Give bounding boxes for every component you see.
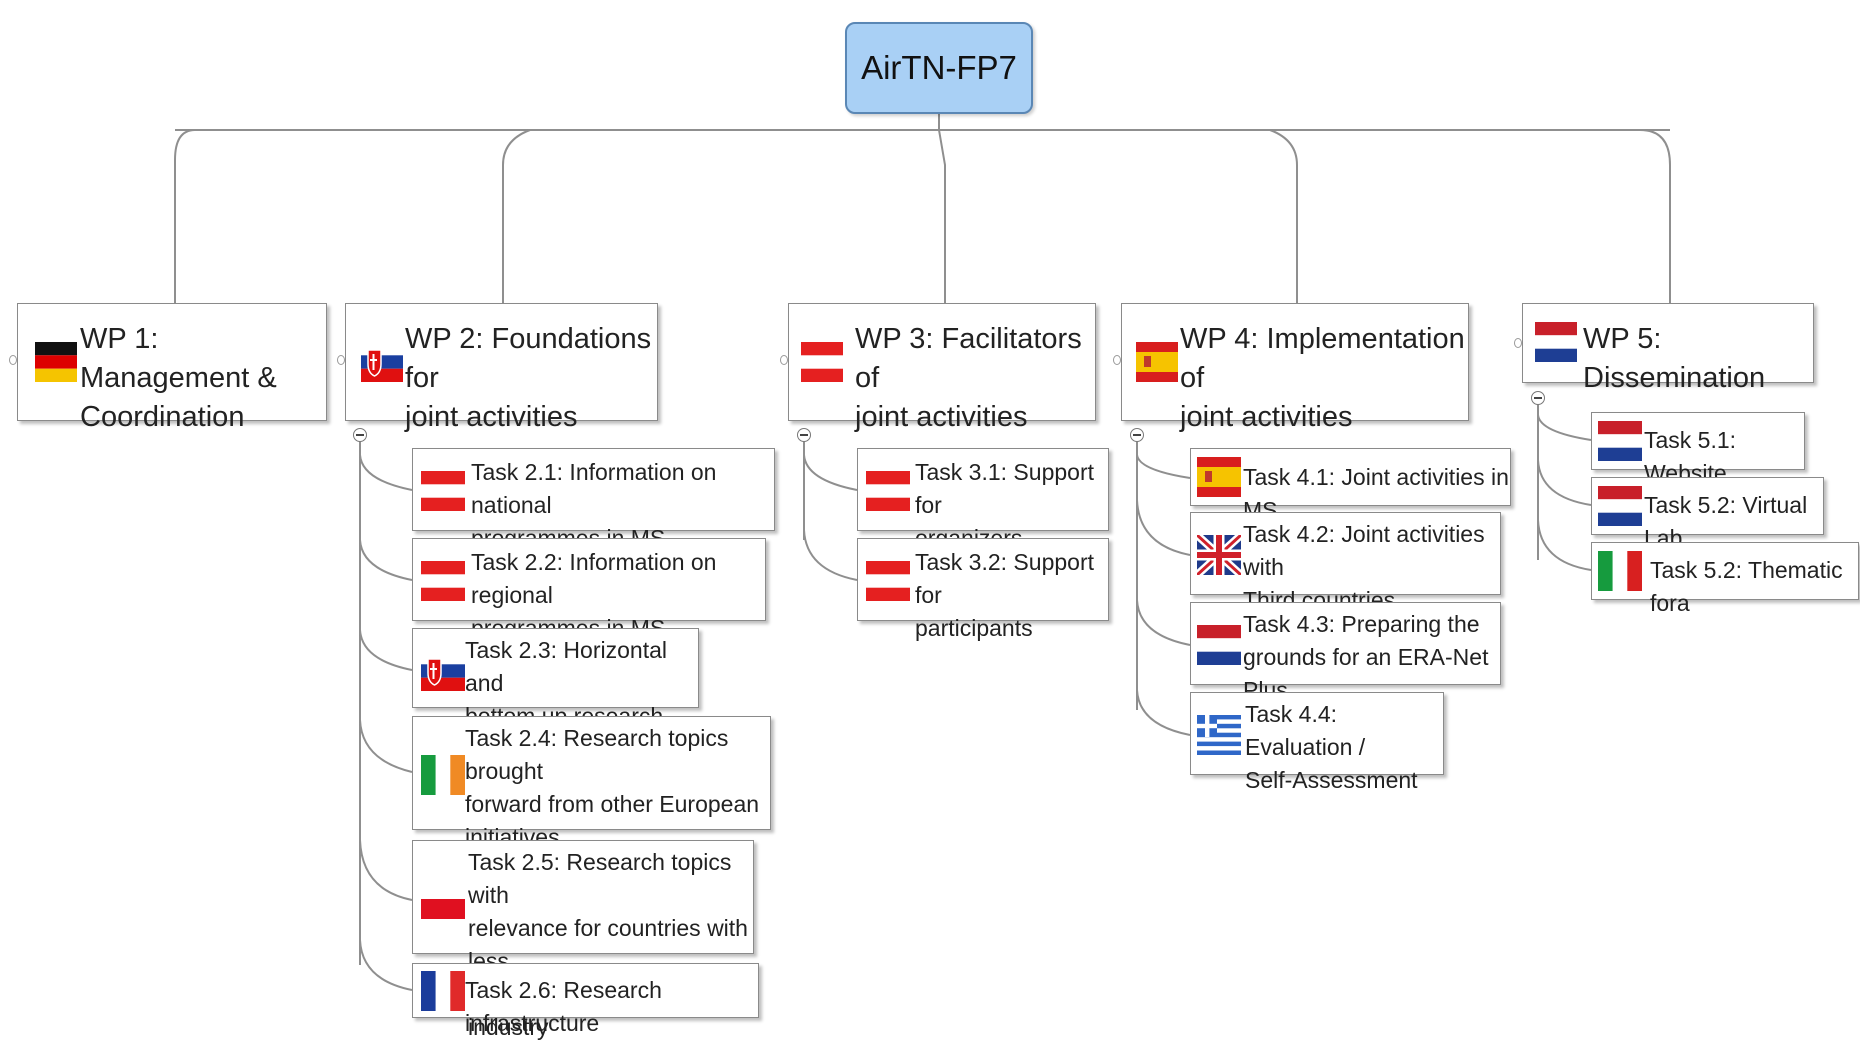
- connector-wp4: [1269, 129, 1298, 303]
- wp2-node[interactable]: WP 2: Foundations for joint activities: [345, 303, 658, 433]
- uk-flag-icon: [1197, 535, 1241, 575]
- netherlands-flag-icon: [1598, 421, 1642, 461]
- slovakia-flag-icon: [361, 342, 403, 382]
- wp5-collapse-stub[interactable]: [1514, 338, 1522, 348]
- spain-flag-icon: [1197, 457, 1241, 497]
- netherlands-flag-icon: [1598, 486, 1642, 526]
- wp3-collapse-toggle[interactable]: [797, 428, 811, 442]
- task-2-3-node[interactable]: Task 2.3: Horizontal and bottom up resea…: [412, 628, 699, 762]
- wp5-label: WP 5: Dissemination: [1583, 323, 1766, 394]
- austria-flag-icon: [801, 342, 843, 382]
- task-3-2-label: Task 3.2: Support for participants: [915, 549, 1094, 641]
- task-3-1-node[interactable]: Task 3.1: Support for organizers: [857, 448, 1109, 551]
- wp5-node[interactable]: WP 5: Dissemination: [1522, 303, 1814, 394]
- task-2-6-label: Task 2.6: Research infrastructure: [465, 977, 662, 1036]
- task-4-2-label: Task 4.2: Joint activities with Third co…: [1243, 521, 1485, 613]
- germany-flag-icon: [35, 342, 77, 382]
- wp5-collapse-toggle[interactable]: [1531, 391, 1545, 405]
- wp2-collapse-stub[interactable]: [337, 355, 345, 365]
- poland-flag-icon: [421, 879, 465, 919]
- root-connectors: [174, 114, 1671, 303]
- task-2-2-node[interactable]: Task 2.2: Information on regional progra…: [412, 538, 766, 641]
- wp1-node[interactable]: WP 1: Management & Coordination: [17, 303, 327, 433]
- france-flag-icon: [421, 971, 465, 1011]
- wp1-collapse-stub[interactable]: [9, 355, 17, 365]
- task-2-6-node[interactable]: Task 2.6: Research infrastructure: [412, 963, 759, 1036]
- task-4-3-node[interactable]: Task 4.3: Preparing the grounds for an E…: [1190, 602, 1501, 703]
- wp3-node[interactable]: WP 3: Facilitators of joint activities: [788, 303, 1096, 433]
- task-4-4-node[interactable]: Task 4.4: Evaluation / Self-Assessment: [1190, 692, 1444, 793]
- austria-flag-icon: [866, 561, 910, 601]
- root-node[interactable]: AirTN-FP7: [845, 22, 1033, 114]
- connector-wp5: [1639, 129, 1671, 303]
- austria-flag-icon: [866, 471, 910, 511]
- task-2-4-node[interactable]: Task 2.4: Research topics brought forwar…: [412, 716, 771, 850]
- spain-flag-icon: [1136, 342, 1178, 382]
- connector-wp3: [938, 129, 946, 303]
- wp4-collapse-toggle[interactable]: [1130, 428, 1144, 442]
- austria-flag-icon: [421, 471, 465, 511]
- root-title: AirTN-FP7: [861, 49, 1017, 86]
- task-5-1-node[interactable]: Task 5.1: Website: [1591, 412, 1805, 486]
- wp1-label: WP 1: Management & Coordination: [80, 323, 277, 433]
- wp2-collapse-toggle[interactable]: [353, 428, 367, 442]
- ireland-flag-icon: [421, 755, 465, 795]
- task-2-4-label: Task 2.4: Research topics brought forwar…: [465, 725, 760, 850]
- task-3-2-node[interactable]: Task 3.2: Support for participants: [857, 538, 1109, 641]
- connector-wp1: [174, 129, 196, 303]
- task-2-5-node[interactable]: Task 2.5: Research topics with relevance…: [412, 840, 754, 1040]
- task-5-2-node[interactable]: Task 5.2: Virtual Lab: [1591, 477, 1824, 551]
- task-4-1-node[interactable]: Task 4.1: Joint activities in MS: [1190, 448, 1511, 523]
- wp4-label: WP 4: Implementation of joint activities: [1180, 323, 1465, 433]
- task-2-1-node[interactable]: Task 2.1: Information on national progra…: [412, 448, 775, 551]
- greece-flag-icon: [1197, 715, 1241, 755]
- wp4-collapse-stub[interactable]: [1113, 355, 1121, 365]
- austria-flag-icon: [421, 561, 465, 601]
- task-4-3-label: Task 4.3: Preparing the grounds for an E…: [1243, 611, 1489, 703]
- task-4-4-label: Task 4.4: Evaluation / Self-Assessment: [1245, 701, 1418, 793]
- task-4-2-node[interactable]: Task 4.2: Joint activities with Third co…: [1190, 512, 1501, 613]
- task-2-1-label: Task 2.1: Information on national progra…: [471, 459, 717, 551]
- task-5-3-node[interactable]: Task 5.2: Thematic fora: [1591, 542, 1859, 616]
- wp3-label: WP 3: Facilitators of joint activities: [855, 323, 1082, 433]
- netherlands-flag-icon: [1535, 322, 1577, 362]
- wp2-label: WP 2: Foundations for joint activities: [405, 323, 652, 433]
- wp4-node[interactable]: WP 4: Implementation of joint activities: [1121, 303, 1469, 433]
- slovakia-flag-icon: [421, 651, 465, 691]
- task-5-3-label: Task 5.2: Thematic fora: [1650, 557, 1843, 616]
- italy-flag-icon: [1598, 551, 1642, 591]
- netherlands-flag-icon: [1197, 625, 1241, 665]
- connector-wp2: [502, 129, 531, 303]
- wp3-collapse-stub[interactable]: [780, 355, 788, 365]
